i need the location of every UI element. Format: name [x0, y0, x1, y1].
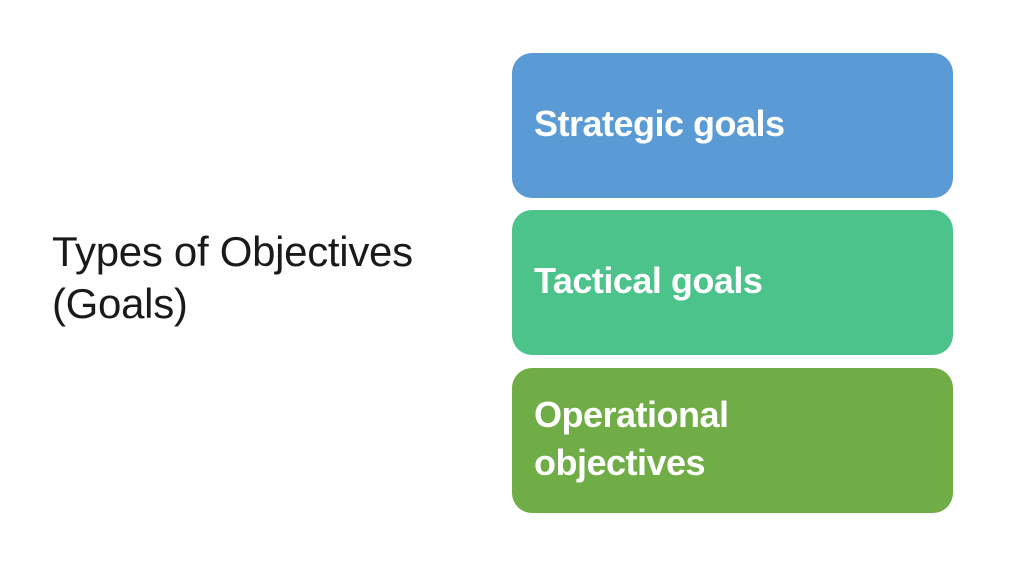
slide-title: Types of Objectives (Goals): [52, 228, 413, 327]
box-label: Strategic goals: [534, 103, 785, 144]
box-label: Tactical goals: [534, 259, 763, 301]
tactical-goals-box: Tactical goals: [512, 210, 953, 355]
box-label: Operational objectives: [534, 393, 729, 483]
operational-objectives-box: Operational objectives: [512, 368, 953, 513]
strategic-goals-box: Strategic goals: [512, 53, 953, 198]
